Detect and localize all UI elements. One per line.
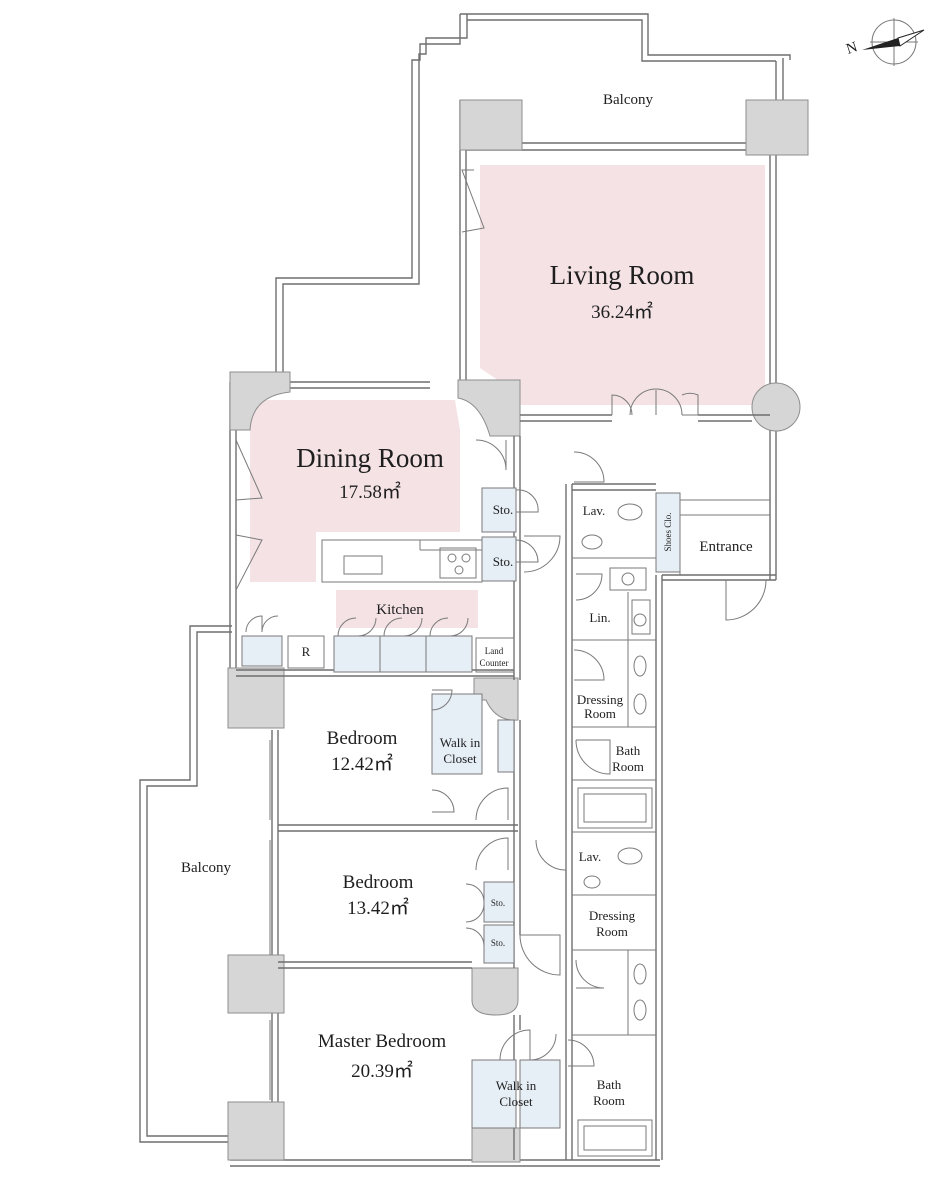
master-bedroom-name: Master Bedroom (318, 1031, 446, 1052)
bedroom-2-area: 13.42㎡ (347, 896, 409, 919)
shoes-closet-label: Shoes Clo. (663, 512, 673, 551)
bath-room-2-label-2: Room (593, 1093, 625, 1108)
laundry-label-2: Counter (480, 658, 509, 668)
walkin-closet-1-label-1: Walk in (440, 735, 481, 750)
outer-walls (229, 100, 777, 1167)
storage-label-3: Sto. (491, 898, 505, 908)
bath-room-2-label-1: Bath (597, 1077, 622, 1092)
linen-label: Lin. (589, 610, 610, 625)
kitchen-counter-fill (336, 590, 478, 628)
dressing-room-2-label-2: Room (596, 924, 628, 939)
living-room-fill (480, 165, 765, 405)
balcony-top-outline (275, 13, 791, 382)
walkin-closet-2-label-1: Walk in (496, 1078, 537, 1093)
storage-label-4: Sto. (491, 938, 505, 948)
walkin-closet-2-label-2: Closet (499, 1094, 533, 1109)
dressing-room-1-label-1: Dressing (577, 692, 624, 707)
living-room-name: Living Room (550, 260, 695, 290)
master-bedroom-area: 20.39㎡ (351, 1059, 413, 1082)
door-swings (235, 169, 767, 1067)
bath-room-1-label-1: Bath (616, 743, 641, 758)
dining-room-area: 17.58㎡ (339, 480, 401, 503)
bedroom-2-name: Bedroom (343, 872, 414, 893)
kitchen-fixtures (287, 539, 515, 673)
compass-north-label: N (844, 39, 859, 58)
balcony-top-label: Balcony (603, 92, 653, 108)
lav-label-2: Lav. (579, 849, 602, 864)
lav-label-1: Lav. (583, 503, 606, 518)
kitchen-label: Kitchen (376, 602, 424, 618)
walkin-closet-1-label-2: Closet (443, 751, 477, 766)
living-room-area: 36.24㎡ (591, 300, 653, 323)
bedroom-1-area: 12.42㎡ (331, 752, 393, 775)
refrigerator-label: R (302, 644, 311, 659)
dining-room-fill (250, 400, 460, 582)
dressing-room-1-label-2: Room (584, 706, 616, 721)
balcony-left-label: Balcony (181, 860, 231, 876)
dressing-room-2-label-1: Dressing (589, 908, 636, 923)
pillars (227, 99, 809, 1163)
bath-room-1-label-2: Room (612, 759, 644, 774)
storage-label-1: Sto. (493, 502, 514, 517)
storage-blocks (241, 487, 681, 1129)
balcony-left-outline (139, 625, 232, 1143)
storage-label-2: Sto. (493, 554, 514, 569)
entrance-label: Entrance (699, 539, 753, 555)
compass-icon (862, 18, 925, 66)
bedroom-1-name: Bedroom (327, 728, 398, 749)
dining-room-name: Dining Room (296, 443, 444, 473)
laundry-label-1: Land (485, 646, 504, 656)
bath-fixtures (577, 503, 653, 1157)
